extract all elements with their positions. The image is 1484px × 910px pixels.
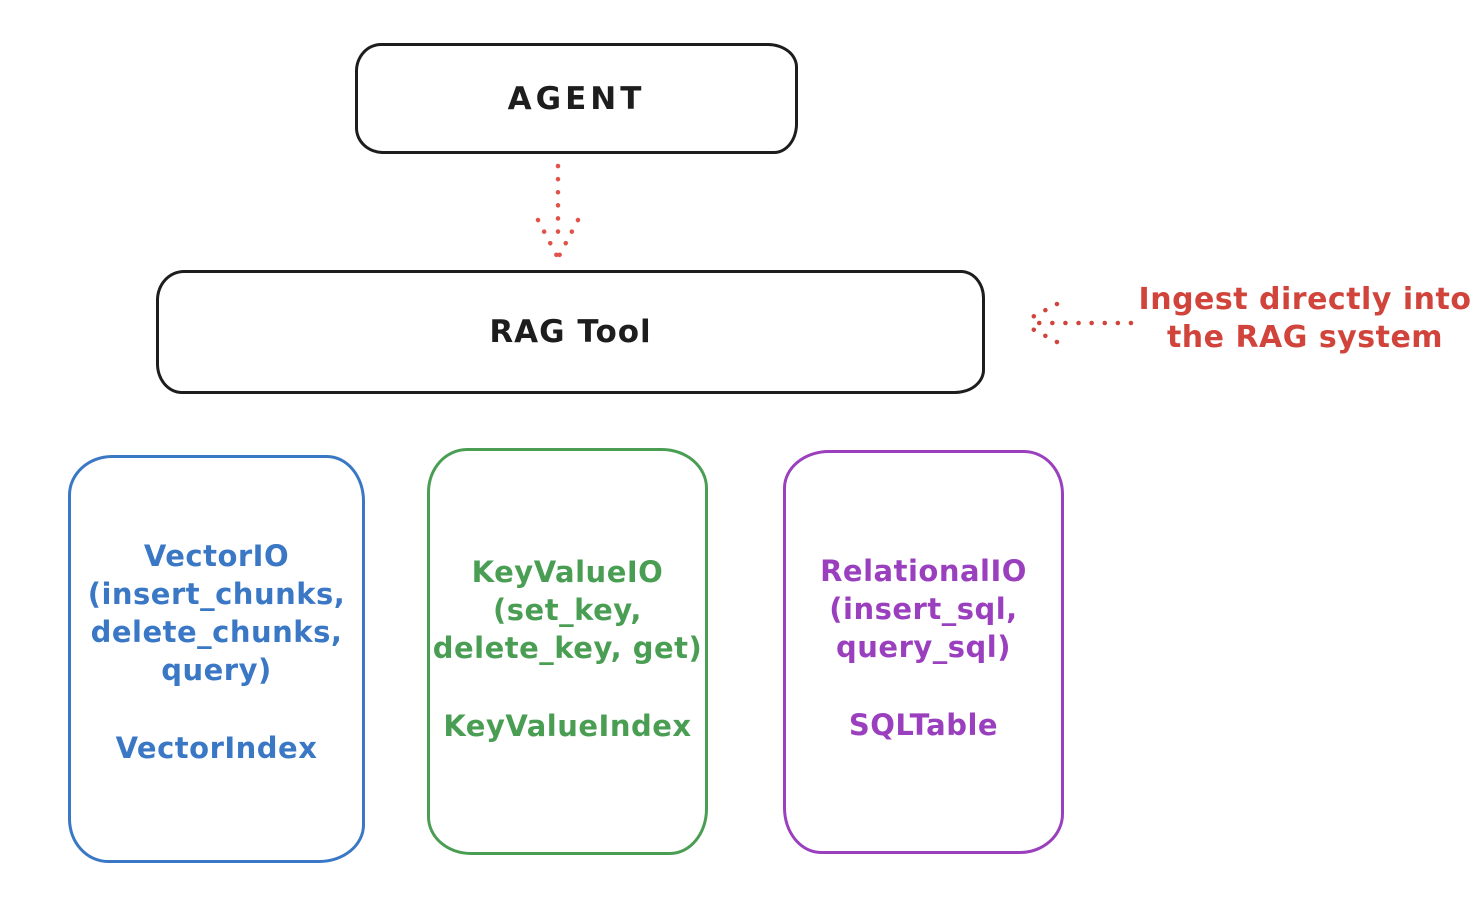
keyvalue-index-label: KeyValueIndex — [443, 709, 692, 743]
vector-io-methods-line-1: (insert_chunks, — [87, 577, 346, 611]
relational-io-title: RelationalIO — [820, 554, 1027, 588]
annotation-line-2: the RAG system — [1166, 320, 1444, 355]
agent-node: AGENT — [355, 43, 798, 154]
vector-io-methods-line-3: query) — [161, 653, 272, 687]
keyvalue-io-methods-line-2: delete_key, get) — [432, 631, 703, 665]
keyvalue-io-node: KeyValueIO (set_key, delete_key, get) Ke… — [427, 448, 708, 855]
agent-label: AGENT — [507, 80, 646, 117]
relational-io-node: RelationalIO (insert_sql, query_sql) SQL… — [783, 450, 1064, 854]
keyvalue-io-methods-line-1: (set_key, — [493, 593, 642, 627]
keyvalue-io-title: KeyValueIO — [471, 555, 664, 589]
dotted-arrow-down-icon — [535, 163, 581, 259]
relational-io-methods-line-1: (insert_sql, — [829, 592, 1018, 626]
vector-index-label: VectorIndex — [115, 731, 318, 765]
vector-io-methods-line-2: delete_chunks, — [90, 615, 343, 649]
annotation-line-1: Ingest directly into — [1138, 282, 1472, 317]
ingest-annotation: Ingest directly into the RAG system — [1135, 281, 1475, 357]
rag-tool-label: RAG Tool — [489, 314, 652, 350]
relational-io-methods-line-2: query_sql) — [836, 630, 1011, 664]
vector-io-title: VectorIO — [143, 539, 290, 573]
vector-io-node: VectorIO (insert_chunks, delete_chunks, … — [68, 455, 365, 863]
dotted-arrow-left-icon — [1020, 301, 1134, 345]
sql-table-label: SQLTable — [848, 708, 999, 742]
rag-tool-node: RAG Tool — [156, 270, 985, 394]
